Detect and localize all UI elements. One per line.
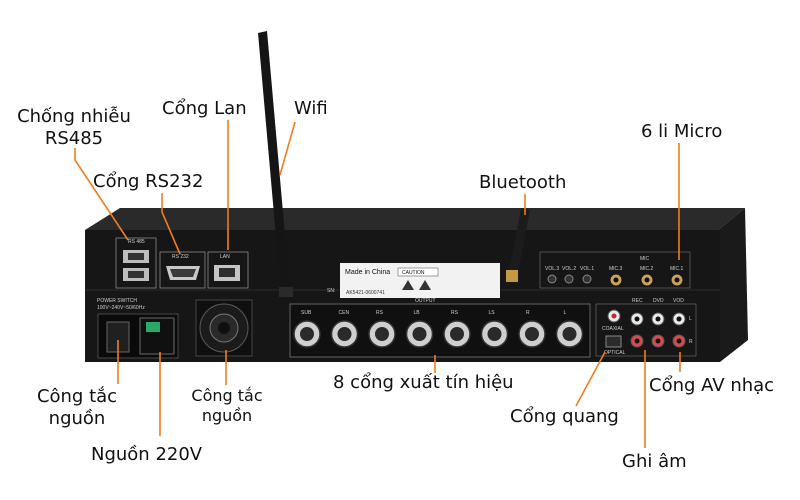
- channel-r-label: R: [689, 339, 693, 345]
- rs232-label: RS 232: [172, 254, 189, 260]
- wifi-antenna: [258, 31, 290, 294]
- label-8-cong-xuat: 8 cổng xuất tín hiệu: [333, 372, 514, 393]
- chassis-top: [85, 208, 745, 230]
- cong-tac-nguon-left-text: Công tắc nguồn: [36, 386, 118, 429]
- xlr-output-jack-inner: [337, 327, 352, 341]
- xlr-output-label: LS: [489, 310, 496, 316]
- xlr-output-jack-inner: [562, 327, 577, 341]
- label-cong-quang: Cổng quang: [510, 406, 619, 427]
- vol2-knob[interactable]: [564, 274, 574, 284]
- label-cong-tac-nguon-left: Công tắc nguồn: [22, 386, 132, 430]
- chassis-side: [718, 208, 748, 362]
- mic-label: MIC: [640, 256, 650, 262]
- bluetooth-antenna: [508, 208, 530, 278]
- dvd-label: DVD: [653, 298, 664, 304]
- label-chong-nhieu-rs485: Chống nhiễu RS485: [7, 106, 141, 150]
- xlr-output-label: LB: [414, 310, 421, 316]
- label-nguon-220v: Nguồn 220V: [91, 444, 203, 465]
- power-switch-label: POWER SWITCH: [97, 298, 137, 304]
- rs485-box: [115, 237, 157, 289]
- xlr-output-jack-inner: [450, 327, 464, 341]
- optical-label: OPTICAL: [604, 350, 626, 356]
- caution-label: CAUTION: [402, 270, 425, 276]
- serial-label: SN:: [327, 288, 335, 294]
- optical-port[interactable]: [605, 335, 622, 348]
- label-ghi-am: Ghi âm: [622, 451, 687, 472]
- xlr-output-label: L: [564, 310, 567, 316]
- xlr-output-label: RS: [451, 310, 459, 316]
- mic3-label: MIC.3: [609, 266, 623, 272]
- xlr-output-jack-inner: [375, 327, 389, 341]
- made-in-label: Made in China: [345, 269, 390, 276]
- rec-label: REC: [632, 298, 643, 304]
- leader-lines: [74, 120, 681, 448]
- label-cong-lan: Cổng Lan: [162, 98, 247, 119]
- mic1-label: MIC.1: [670, 266, 684, 272]
- power-spec-label: 100V~240V~50/60Hz: [97, 305, 145, 311]
- xlr-output-label: CEN: [339, 310, 350, 316]
- xlr-output-jack-inner: [412, 327, 427, 341]
- vol2-label: VOL.2: [562, 266, 576, 272]
- xlr-output-label: RS: [376, 310, 384, 316]
- vol3-label: VOL.3: [545, 266, 559, 272]
- xlr-output-jack-inner: [487, 327, 502, 341]
- mic2-label: MIC.2: [640, 266, 654, 272]
- label-bluetooth: Bluetooth: [479, 172, 567, 193]
- label-cong-av-nhac: Cổng AV nhạc: [649, 375, 775, 396]
- rs485-label: RS 485: [128, 239, 145, 245]
- lan-label: LAN: [220, 254, 230, 260]
- coaxial-label: COAXIAL: [602, 326, 624, 332]
- channel-l-label: L: [689, 316, 692, 322]
- serial-number: AK5421-0600741: [346, 290, 385, 296]
- vol3-knob[interactable]: [547, 274, 557, 284]
- vol1-knob[interactable]: [582, 274, 592, 284]
- chong-nhieu-text: Chống nhiễu RS485: [17, 106, 131, 149]
- vod-label: VOD: [673, 298, 684, 304]
- xlr-output-jack-inner: [300, 327, 314, 341]
- xlr-output-jack-inner: [525, 327, 539, 341]
- xlr-output-label: R: [526, 310, 530, 316]
- cong-tac-nguon-mid-text: Công tắc nguồn: [191, 386, 263, 425]
- label-wifi: Wifi: [294, 98, 328, 119]
- label-6-li-micro: 6 li Micro: [641, 121, 723, 142]
- label-cong-rs232: Cổng RS232: [93, 171, 204, 192]
- xlr-output-label: SUB: [301, 310, 312, 316]
- vol1-label: VOL.1: [580, 266, 594, 272]
- label-cong-tac-nguon-mid: Công tắc nguồn: [177, 386, 277, 426]
- output-label: OUTPUT: [415, 298, 436, 304]
